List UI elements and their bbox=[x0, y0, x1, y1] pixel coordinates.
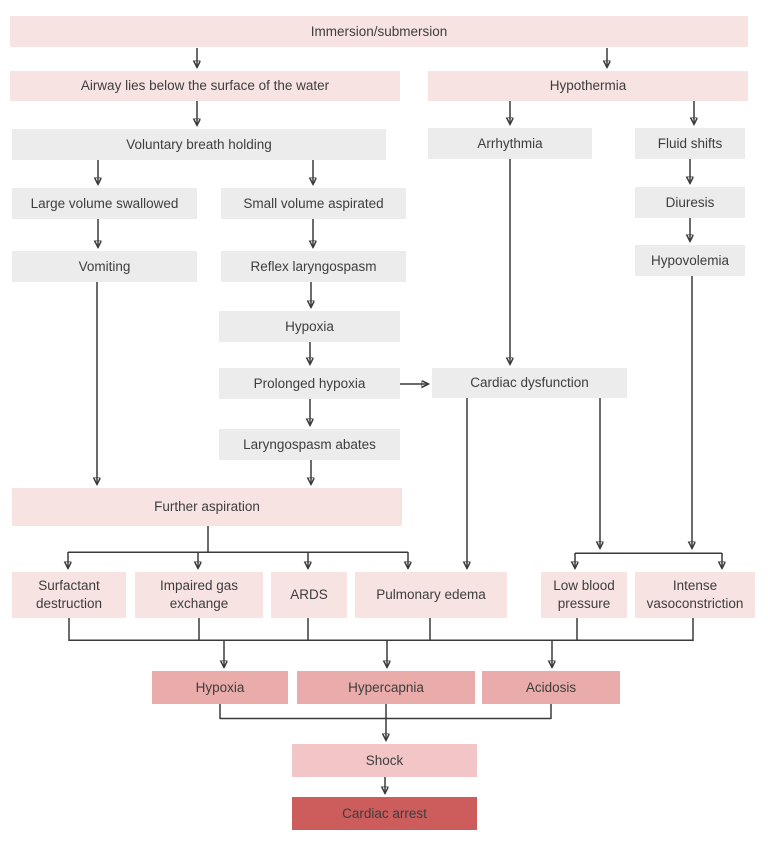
node-arrhythmia: Arrhythmia bbox=[428, 128, 592, 159]
node-intense-vasoconstriction: Intense vasoconstriction bbox=[635, 572, 755, 618]
node-hypovolemia: Hypovolemia bbox=[635, 245, 745, 276]
node-vomiting: Vomiting bbox=[12, 251, 197, 282]
node-small-volume-aspirated: Small volume aspirated bbox=[221, 188, 406, 219]
connector-cardiac-hypovolemia-fanout bbox=[467, 276, 722, 567]
node-pulmonary-edema: Pulmonary edema bbox=[355, 572, 507, 618]
node-large-volume-swallowed: Large volume swallowed bbox=[12, 188, 197, 219]
node-hypercapnia: Hypercapnia bbox=[297, 671, 475, 704]
node-immersion: Immersion/submersion bbox=[10, 16, 748, 47]
node-airway: Airway lies below the surface of the wat… bbox=[10, 71, 400, 101]
node-reflex-laryngospasm: Reflex laryngospasm bbox=[221, 251, 406, 282]
node-hypoxia-final: Hypoxia bbox=[152, 671, 288, 704]
node-acidosis: Acidosis bbox=[482, 671, 620, 704]
node-hypoxia-initial: Hypoxia bbox=[219, 311, 400, 342]
node-prolonged-hypoxia: Prolonged hypoxia bbox=[219, 368, 400, 399]
node-ards: ARDS bbox=[271, 572, 347, 618]
node-cardiac-dysfunction: Cardiac dysfunction bbox=[432, 368, 627, 398]
node-laryngospasm-abates: Laryngospasm abates bbox=[219, 429, 400, 460]
connector-further-aspiration-fanout bbox=[68, 526, 408, 567]
node-diuresis: Diuresis bbox=[635, 187, 745, 218]
node-cardiac-arrest: Cardiac arrest bbox=[292, 797, 477, 830]
node-surfactant-destruction: Surfactant destruction bbox=[12, 572, 126, 618]
node-impaired-gas-exchange: Impaired gas exchange bbox=[135, 572, 263, 618]
node-shock: Shock bbox=[292, 744, 477, 777]
node-further-aspiration: Further aspiration bbox=[12, 488, 402, 526]
node-hypothermia: Hypothermia bbox=[428, 71, 748, 101]
connector-gas-exchange-rail bbox=[68, 618, 694, 666]
node-voluntary-breath-holding: Voluntary breath holding bbox=[12, 129, 386, 160]
node-low-blood-pressure: Low blood pressure bbox=[541, 572, 627, 618]
node-fluid-shifts: Fluid shifts bbox=[635, 128, 745, 159]
